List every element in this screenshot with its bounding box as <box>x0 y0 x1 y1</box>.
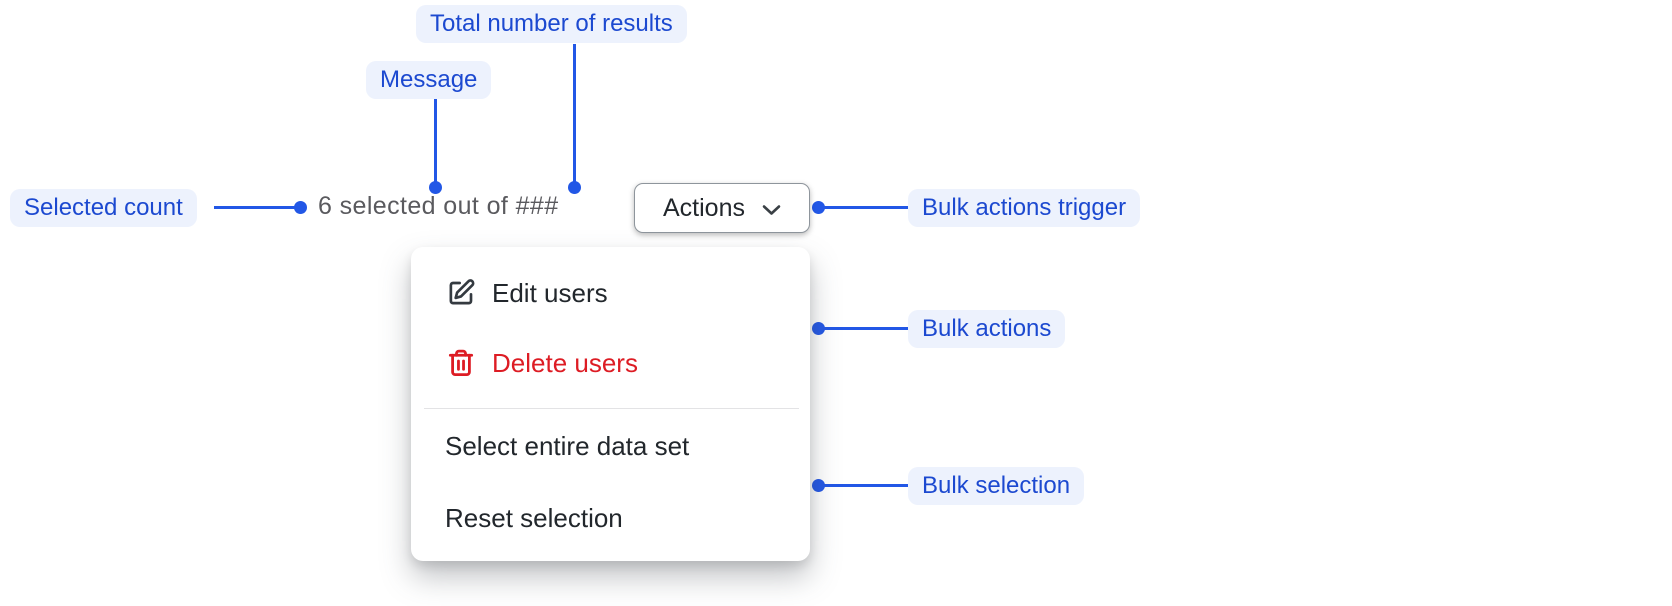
bulk-actions-trigger-button[interactable]: Actions <box>634 183 810 233</box>
connector-line-bulk-actions-trigger <box>822 206 908 209</box>
bulk-actions-menu: Edit users Delete users Select entire da… <box>411 247 810 561</box>
connector-dot-total-results <box>568 181 581 194</box>
connector-dot-bulk-actions-trigger <box>812 201 825 214</box>
annotation-total-results: Total number of results <box>416 5 687 43</box>
annotation-selected-count: Selected count <box>10 189 197 227</box>
menu-item-edit-users[interactable]: Edit users <box>411 270 810 316</box>
annotation-bulk-actions-trigger: Bulk actions trigger <box>908 189 1141 227</box>
annotation-bulk-selection: Bulk selection <box>908 467 1085 505</box>
chevron-down-icon <box>762 201 781 216</box>
actions-button-label: Actions <box>663 193 745 222</box>
annotation-message: Message <box>366 61 492 99</box>
menu-divider <box>424 408 799 409</box>
connector-line-message <box>434 99 437 184</box>
connector-line-selected-count <box>214 206 299 209</box>
annotation-bulk-actions: Bulk actions <box>908 310 1066 348</box>
selected-count-message: 6 selected out of ### <box>318 192 559 220</box>
connector-line-bulk-actions <box>822 327 908 330</box>
menu-item-label: Select entire data set <box>445 430 690 461</box>
trash-icon <box>445 347 477 379</box>
menu-item-select-entire-data-set[interactable]: Select entire data set <box>411 423 810 469</box>
edit-icon <box>445 277 477 309</box>
connector-line-total-results <box>573 44 576 184</box>
connector-line-bulk-selection <box>822 484 908 487</box>
connector-dot-selected-count <box>294 201 307 214</box>
menu-item-label: Edit users <box>492 277 608 308</box>
menu-item-label: Delete users <box>492 347 638 378</box>
menu-item-label: Reset selection <box>445 502 623 533</box>
connector-dot-bulk-actions <box>812 322 825 335</box>
menu-item-delete-users[interactable]: Delete users <box>411 340 810 386</box>
connector-dot-message <box>429 181 442 194</box>
connector-dot-bulk-selection <box>812 479 825 492</box>
menu-item-reset-selection[interactable]: Reset selection <box>411 495 810 541</box>
